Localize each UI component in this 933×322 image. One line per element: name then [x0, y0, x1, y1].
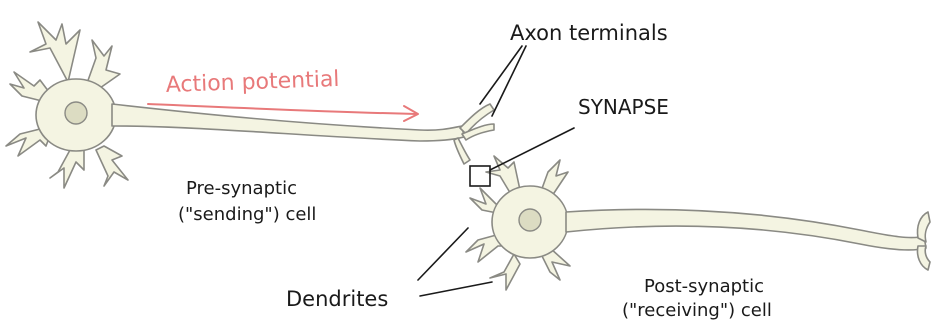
dendrites-pointer-2 — [420, 282, 492, 296]
dendrites-label: Dendrites — [286, 287, 388, 311]
presynaptic-label-line2: ("sending") cell — [178, 204, 316, 225]
synapse-pointer — [490, 128, 574, 170]
postsynaptic-label-line1: Post-synaptic — [644, 276, 764, 297]
dendrites-pointer-1 — [418, 228, 468, 280]
axon-terminals-label: Axon terminals — [510, 21, 668, 45]
postsynaptic-label-line2: ("receiving") cell — [622, 300, 772, 321]
action-potential-label: Action potential — [165, 67, 340, 98]
presynaptic-nucleus — [65, 102, 87, 124]
synapse-label: SYNAPSE — [578, 95, 669, 119]
presynaptic-label-line1: Pre-synaptic — [186, 178, 297, 199]
axon-terminals-pointer-1 — [480, 46, 522, 104]
synapse-box — [470, 166, 490, 186]
postsynaptic-nucleus — [519, 209, 541, 231]
